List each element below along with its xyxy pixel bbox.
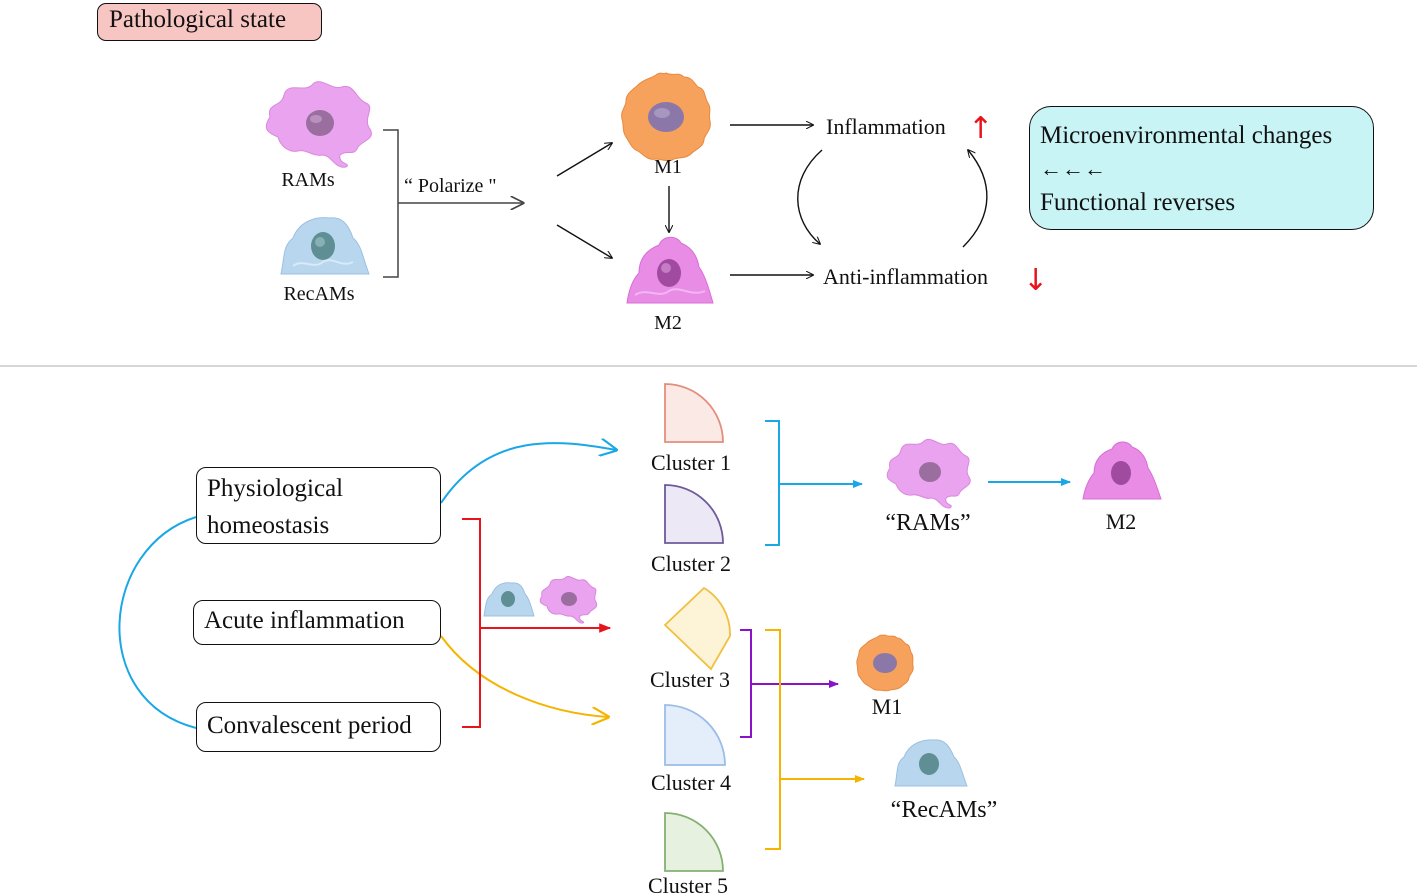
micro-line1: Microenvironmental changes bbox=[1040, 122, 1333, 149]
polarize-label: “ Polarize " bbox=[404, 175, 497, 197]
m2-cell-icon bbox=[626, 236, 714, 304]
rams-cell-icon bbox=[265, 81, 372, 168]
pathological-state-title: Pathological state bbox=[97, 3, 322, 41]
convalescent-period-box: Convalescent period bbox=[196, 702, 441, 752]
inflammation-label: Inflammation bbox=[826, 114, 946, 139]
cluster4-shape bbox=[664, 704, 726, 766]
recams-quoted-label: “RecAMs” bbox=[891, 797, 998, 823]
m2-bottom-label: M2 bbox=[1106, 509, 1137, 534]
blue-bracket bbox=[765, 420, 780, 546]
physiological-convalescent-loop bbox=[118, 516, 197, 729]
physiological-homeostasis-box: Physiological homeostasis bbox=[196, 467, 441, 544]
curve-inflammation-to-anti bbox=[797, 149, 823, 244]
m1-cell-icon bbox=[621, 72, 711, 162]
cluster3-label: Cluster 3 bbox=[650, 667, 730, 692]
small-recams-icon bbox=[483, 582, 535, 617]
recams-cell-icon bbox=[280, 217, 370, 275]
physiological-line2: homeostasis bbox=[207, 512, 330, 539]
microenvironment-box: Microenvironmental changes ←←← Functiona… bbox=[1029, 106, 1374, 230]
m1-cell-bottom-icon bbox=[856, 634, 914, 692]
yellow-bracket bbox=[765, 629, 781, 850]
cluster1-label: Cluster 1 bbox=[651, 450, 731, 475]
cluster2-shape bbox=[664, 484, 724, 544]
recams-label: RecAMs bbox=[283, 283, 354, 305]
m2-cell-bottom-icon bbox=[1082, 441, 1162, 500]
acute-inflammation-box: Acute inflammation bbox=[193, 600, 441, 645]
curve-anti-to-inflammation bbox=[962, 150, 988, 248]
cluster2-label: Cluster 2 bbox=[651, 551, 731, 576]
m2-label: M2 bbox=[654, 312, 682, 334]
cluster3-shape bbox=[663, 586, 731, 671]
arrow-physiological-to-cluster1 bbox=[440, 443, 616, 504]
small-rams-icon bbox=[539, 575, 598, 624]
arrow-acute-to-cluster4 bbox=[440, 635, 608, 717]
rams-cell-bottom-icon bbox=[886, 438, 971, 509]
rams-label: RAMs bbox=[281, 169, 335, 191]
micro-arrows: ←←← bbox=[1040, 156, 1106, 181]
physiological-line1: Physiological bbox=[207, 475, 344, 502]
cluster5-shape bbox=[664, 812, 724, 872]
anti-inflammation-label: Anti-inflammation bbox=[823, 264, 988, 289]
inflammation-up-arrow: ↑ bbox=[968, 111, 993, 146]
polarize-bracket bbox=[383, 129, 399, 278]
rams-quoted-label: “RAMs” bbox=[885, 510, 970, 536]
micro-line2: Functional reverses bbox=[1040, 189, 1236, 216]
cluster4-label: Cluster 4 bbox=[651, 770, 731, 795]
m1-label: M1 bbox=[654, 156, 682, 178]
arrow-to-m1 bbox=[556, 143, 612, 177]
cluster5-label: Cluster 5 bbox=[648, 873, 728, 896]
arrow-to-m2 bbox=[556, 224, 612, 258]
red-bracket bbox=[462, 518, 481, 728]
m1-bottom-label: M1 bbox=[872, 694, 903, 719]
purple-bracket bbox=[740, 629, 752, 738]
anti-inflammation-down-arrow: ↓ bbox=[1023, 263, 1048, 298]
cluster1-shape bbox=[664, 383, 724, 443]
recams-cell-bottom-icon bbox=[894, 739, 968, 787]
